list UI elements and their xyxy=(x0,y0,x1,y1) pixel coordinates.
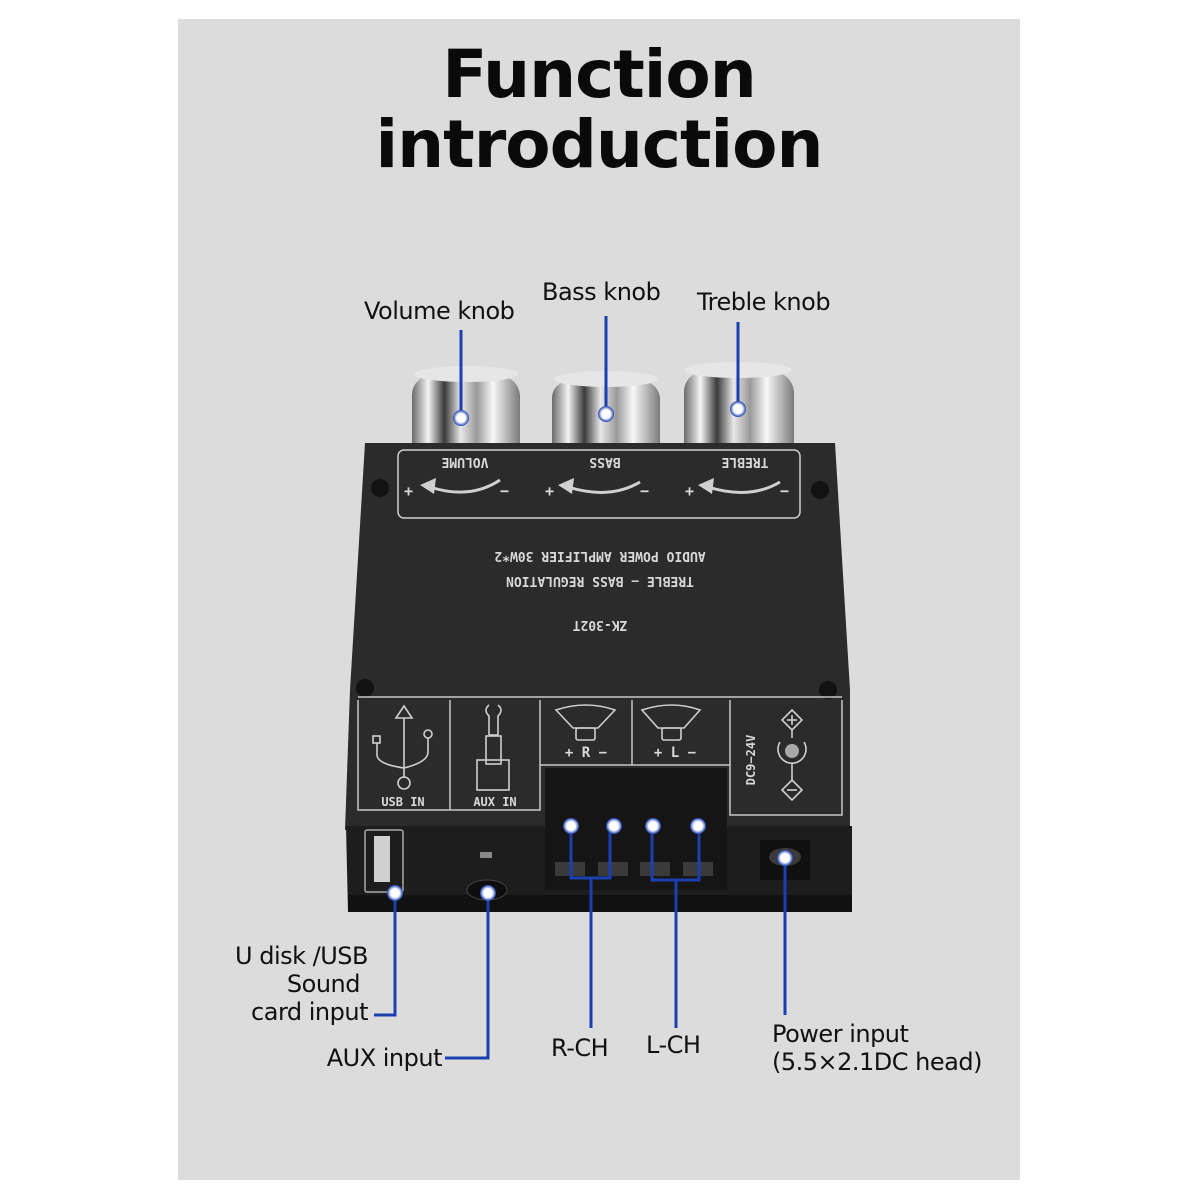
rotation-arrows xyxy=(429,478,781,494)
knob-minus: − xyxy=(780,482,789,500)
knob-plus: + xyxy=(545,482,554,500)
callout-usb-line-1: U disk /USB xyxy=(235,942,368,970)
page-title: Function introduction xyxy=(178,40,1020,180)
callout-dot xyxy=(645,818,661,834)
callout-dot xyxy=(598,406,614,422)
screw-icon xyxy=(811,481,829,499)
callout-dot xyxy=(777,850,793,866)
callout-usb-line-2: Sound xyxy=(286,970,361,998)
callout-treble-knob: Treble knob xyxy=(697,288,831,316)
callout-dot xyxy=(690,818,706,834)
callout-power-line-1: Power input xyxy=(772,1020,909,1048)
callout-dot xyxy=(563,818,579,834)
callout-dot xyxy=(606,818,622,834)
callout-usb-input: U disk /USB Sound card input xyxy=(200,942,368,1026)
callout-l-ch: L-CH xyxy=(646,1031,701,1059)
knob-plus: + xyxy=(685,482,694,500)
audio-jack-icon xyxy=(476,704,510,791)
silk-bass: BASS xyxy=(589,454,620,469)
callout-r-ch: R-CH xyxy=(551,1034,609,1062)
silk-treble: TREBLE xyxy=(722,454,769,469)
title-line-2: introduction xyxy=(375,106,824,183)
knob-minus: − xyxy=(640,482,649,500)
callout-dot xyxy=(480,885,496,901)
callout-power-line-2: (5.5×2.1DC head) xyxy=(772,1048,982,1076)
callout-dot xyxy=(730,401,746,417)
port-label-aux: AUX IN xyxy=(473,795,516,809)
callout-dot xyxy=(387,885,403,901)
callout-volume-knob: Volume knob xyxy=(364,297,515,325)
leader-lines xyxy=(374,316,787,1060)
title-line-1: Function xyxy=(442,36,756,113)
port-label-frame xyxy=(357,696,843,816)
callout-bass-knob: Bass knob xyxy=(542,278,661,306)
screw-icon xyxy=(356,679,374,697)
knob-plus: + xyxy=(404,482,413,500)
knob-minus: − xyxy=(500,482,509,500)
knob-label-frame xyxy=(397,449,801,519)
usb-port xyxy=(364,829,404,893)
volume-knob xyxy=(412,366,520,450)
port-label-usb: USB IN xyxy=(381,795,424,809)
silk-model: ZK-302T xyxy=(572,617,627,632)
speaker-left-icon xyxy=(640,704,702,741)
silk-regulation: TREBLE − BASS REGULATION xyxy=(506,573,694,588)
callout-dots xyxy=(387,401,793,901)
silk-volume: VOLUME xyxy=(442,454,489,469)
dc-power-icon xyxy=(777,708,807,802)
callout-aux-input: AUX input xyxy=(326,1044,443,1072)
port-label-dc: DC9−24V xyxy=(744,735,758,786)
amplifier-top-plate xyxy=(345,443,850,830)
callout-dot xyxy=(453,410,469,426)
silk-amplifier: AUDIO POWER AMPLIFIER 30W*2 xyxy=(494,548,705,563)
port-label-l: + L − xyxy=(654,745,696,761)
speaker-right-icon xyxy=(554,704,617,741)
usb-icon xyxy=(372,704,433,790)
screw-icon xyxy=(819,681,837,699)
screw-icon xyxy=(371,479,389,497)
port-label-r: + R − xyxy=(565,745,607,761)
callout-usb-line-3: card input xyxy=(251,998,368,1026)
callout-power-input: Power input (5.5×2.1DC head) xyxy=(772,1020,982,1076)
